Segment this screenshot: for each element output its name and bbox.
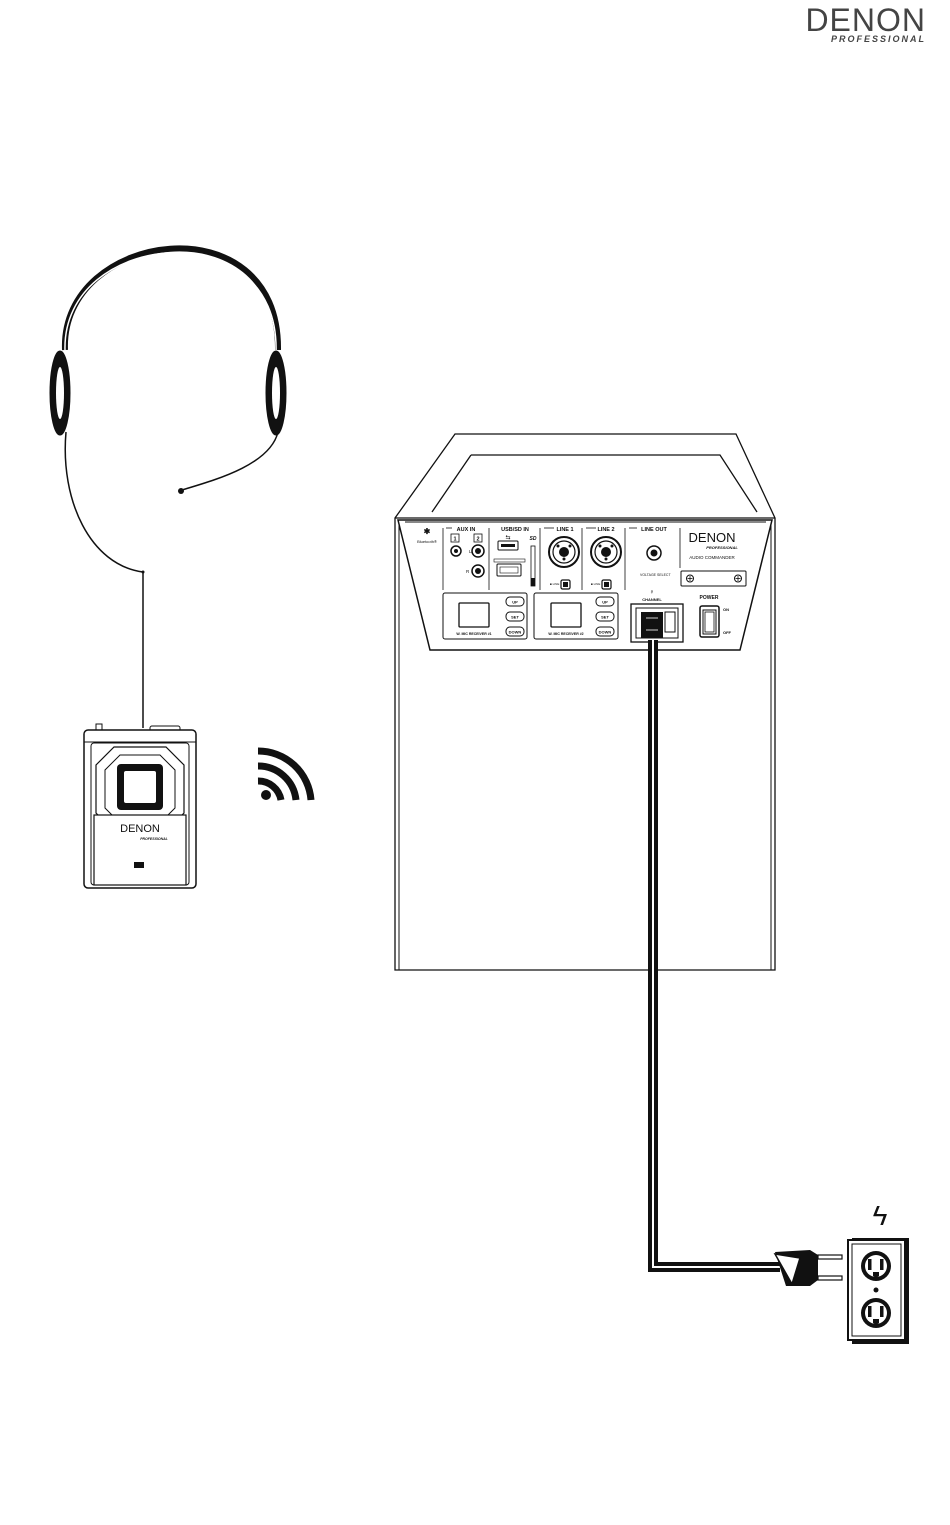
receiver1-set-label: SET [511, 615, 519, 620]
aux-2-label: 2 [476, 537, 479, 543]
receiver1-down-label: DOWN [509, 630, 522, 635]
panel-brand-name: DENON [689, 530, 736, 545]
channel-icon: ♀ [649, 589, 654, 596]
receiver2-display [551, 603, 581, 627]
plug-prong-bottom [818, 1276, 842, 1280]
aux-in-label: AUX IN [457, 527, 476, 533]
plug-prong-top [818, 1255, 842, 1259]
speaker-cabinet [395, 434, 775, 970]
svg-text:■ LINE: ■ LINE [591, 582, 600, 586]
wall-outlet: ϟ [848, 1200, 909, 1344]
headband [65, 248, 278, 350]
receiver2-set-label: SET [601, 615, 609, 620]
aux-1-label: 1 [453, 537, 456, 543]
transmitter-brand-name: DENON [120, 823, 160, 835]
receiver1-label: W. MIC RECEIVER #1 [456, 632, 491, 636]
headset-cable [65, 432, 143, 572]
power-on-label: ON [723, 607, 729, 612]
wireless-signal-icon [258, 751, 311, 800]
outlet-screw [874, 1288, 879, 1293]
line1-label: LINE 1 [556, 527, 573, 533]
line2-label: LINE 2 [597, 527, 614, 533]
panel-model-name: AUDIO COMMANDER [689, 555, 735, 560]
channel-label: CHANNEL [642, 597, 662, 602]
sd-icon: SD [530, 536, 537, 542]
mic-boom [182, 432, 278, 490]
line-out-label: LINE OUT [641, 527, 667, 533]
transmitter-brand-sub: PROFESSIONAL [140, 837, 168, 841]
bluetooth-icon: ✱ [424, 527, 431, 536]
battery-latch [134, 862, 144, 868]
usb-sd-label: USB/SD IN [501, 527, 529, 533]
svg-text:■ LINE: ■ LINE [550, 582, 559, 586]
bodypack-transmitter: DENON PROFESSIONAL [84, 724, 196, 888]
voltage-select-label: VOLTAGE SELECT [640, 573, 671, 577]
receiver2-down-label: DOWN [599, 630, 612, 635]
panel-brand-sub: PROFESSIONAL [706, 545, 738, 550]
power-plug [775, 1250, 842, 1286]
headset-microphone [50, 248, 286, 728]
electricity-icon: ϟ [873, 1200, 888, 1231]
power-cord-plug [641, 612, 663, 638]
bluetooth-label: Bluetooth® [417, 539, 437, 544]
power-label: POWER [700, 595, 719, 601]
receiver2-label: W. MIC RECEIVER #2 [548, 632, 583, 636]
receiver1-display [459, 603, 489, 627]
power-off-label: OFF [723, 630, 732, 635]
mic-capsule [178, 488, 184, 494]
receiver1-up-label: UP [512, 600, 518, 605]
receiver2-up-label: UP [602, 600, 608, 605]
usb-icon: ⇆ [505, 534, 510, 541]
